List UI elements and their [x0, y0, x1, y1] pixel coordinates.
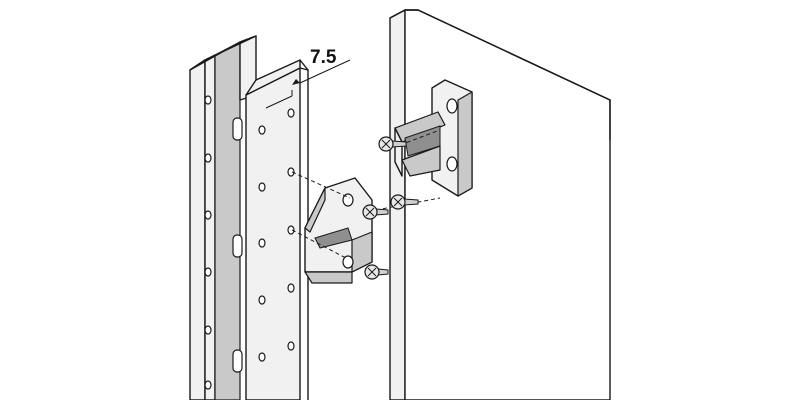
cabinet-side-panel: [389, 9, 611, 400]
clip-screw-hole: [342, 193, 354, 207]
dimension-label: 7.5: [310, 47, 337, 68]
flange-hole: [204, 95, 212, 390]
dimension-annotation: 7.5: [265, 47, 351, 109]
countersunk-screw: [390, 194, 419, 210]
countersunk-screw: [378, 136, 407, 152]
panel-clip-hole: [446, 156, 458, 172]
countersunk-screw: [362, 204, 389, 220]
upright-clip-bracket: [304, 177, 373, 284]
front-face-hole: [258, 108, 295, 362]
panel-clip-hole: [446, 98, 458, 114]
alignment-line: [291, 129, 441, 259]
panel-clip-bracket: [394, 79, 473, 197]
countersunk-screw: [364, 264, 389, 280]
clip-screw-hole: [342, 255, 354, 269]
flange-slot: [232, 117, 243, 373]
perforated-upright-profile: [189, 35, 309, 400]
